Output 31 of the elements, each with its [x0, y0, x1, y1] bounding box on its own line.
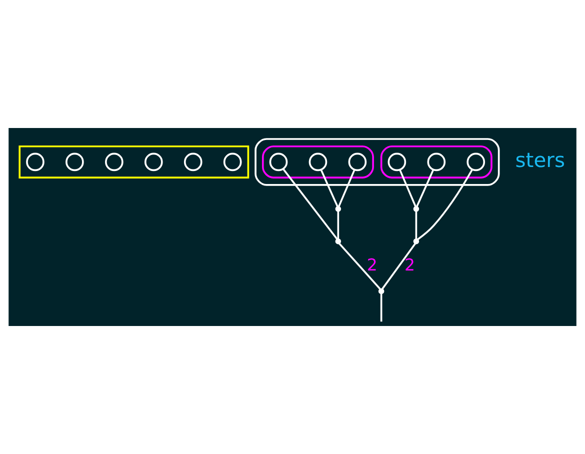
node-circle — [184, 152, 202, 172]
node-circle — [466, 152, 486, 172]
connector — [381, 242, 416, 290]
connector — [415, 211, 418, 240]
node-point — [335, 238, 342, 244]
node-circle — [427, 152, 446, 172]
cluster — [262, 145, 374, 178]
node-point — [335, 206, 342, 212]
node-circle — [105, 152, 124, 172]
node-circle — [26, 152, 44, 172]
connector — [337, 211, 340, 240]
node-point — [378, 288, 384, 294]
connector — [416, 170, 434, 208]
node-circle — [388, 152, 406, 172]
cluster — [254, 138, 500, 186]
node-point — [413, 206, 420, 212]
label: sters — [515, 148, 565, 172]
node-circle — [144, 152, 163, 172]
node-circle — [223, 152, 242, 172]
connector — [338, 242, 382, 290]
connector — [320, 170, 339, 208]
node-circle — [308, 152, 328, 172]
connector — [380, 293, 382, 322]
edge-label: 2 — [404, 255, 416, 274]
cluster — [380, 145, 492, 178]
edge-label: 2 — [366, 255, 378, 274]
node-circle — [66, 152, 84, 172]
cluster — [18, 145, 250, 178]
node-circle — [269, 152, 288, 172]
node-circle — [348, 152, 367, 172]
node-point — [413, 238, 420, 244]
